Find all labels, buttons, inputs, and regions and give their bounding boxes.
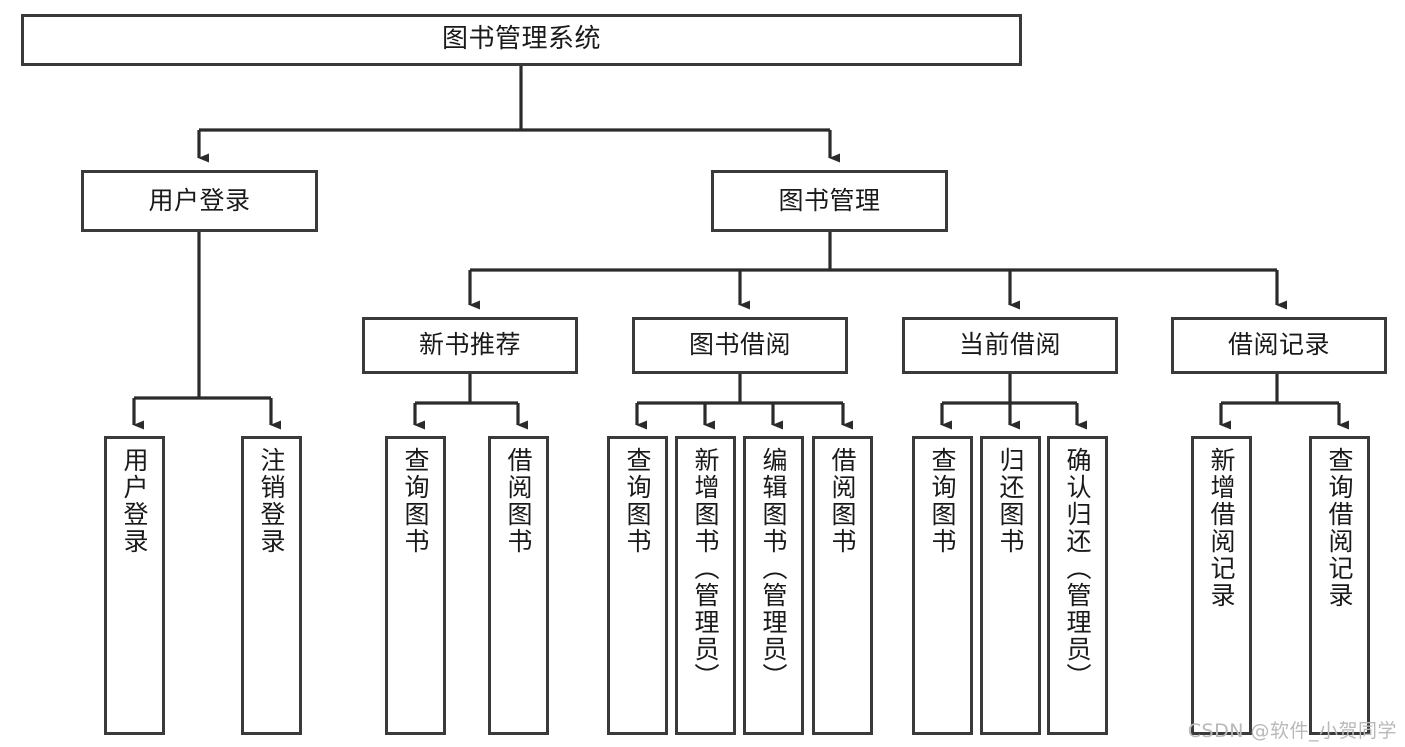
node-book-borrow[interactable]: 图书借阅 [632,317,848,374]
leaf-borrow-book-1[interactable]: 借阅图书 [488,436,549,735]
node-label: 当前借阅 [958,330,1061,360]
node-label: 图书借阅 [688,330,791,360]
node-label: 图书管理 [778,185,881,215]
node-label: 用户登录 [120,447,149,555]
leaf-confirm-return[interactable]: 确认归还（管理员） [1047,436,1108,735]
node-label: 查询图书 [401,447,430,555]
node-root-system[interactable]: 图书管理系统 [21,14,1022,66]
node-current-borrow[interactable]: 当前借阅 [902,317,1118,374]
csdn-watermark: CSDN @软件_小贺同学 [1187,720,1397,742]
leaf-edit-book[interactable]: 编辑图书（管理员） [743,436,804,735]
leaf-add-book[interactable]: 新增图书（管理员） [675,436,736,735]
node-new-book-recommend[interactable]: 新书推荐 [362,317,578,374]
node-label: 新书推荐 [418,330,521,360]
leaf-return-book[interactable]: 归还图书 [980,436,1041,735]
node-label: 用户登录 [148,185,251,215]
leaf-query-record[interactable]: 查询借阅记录 [1309,436,1370,735]
node-label: 查询图书 [928,447,957,555]
node-label: 确认归还（管理员） [1063,447,1092,690]
node-label: 注销登录 [257,447,286,555]
node-label: 图书管理系统 [441,24,601,55]
leaf-query-book-2[interactable]: 查询图书 [607,436,668,735]
node-label: 借阅记录 [1227,330,1330,360]
node-label: 新增借阅记录 [1207,447,1236,609]
node-label: 查询借阅记录 [1325,447,1354,609]
leaf-add-record[interactable]: 新增借阅记录 [1191,436,1252,735]
node-label: 新增图书（管理员） [691,447,720,690]
leaf-borrow-book-2[interactable]: 借阅图书 [812,436,873,735]
leaf-logout-login[interactable]: 注销登录 [241,436,302,735]
node-book-manage[interactable]: 图书管理 [711,170,948,232]
node-label: 借阅图书 [504,447,533,555]
node-user-login[interactable]: 用户登录 [81,170,318,232]
node-label: 查询图书 [623,447,652,555]
leaf-user-login[interactable]: 用户登录 [104,436,165,735]
node-label: 编辑图书（管理员） [759,447,788,690]
node-label: 归还图书 [996,447,1025,555]
leaf-query-book-3[interactable]: 查询图书 [912,436,973,735]
node-label: 借阅图书 [828,447,857,555]
node-borrow-record[interactable]: 借阅记录 [1171,317,1387,374]
leaf-query-book-1[interactable]: 查询图书 [385,436,446,735]
